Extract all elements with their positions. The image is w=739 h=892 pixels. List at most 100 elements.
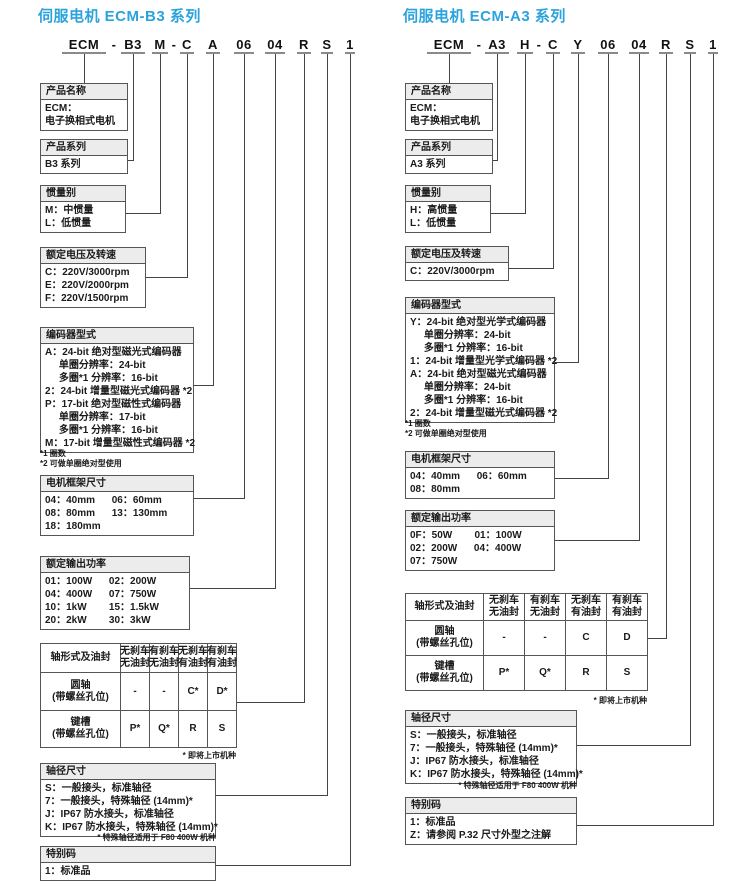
info-box-content: 04：40mm 06：60mm 08：80mm 13：130mm 18：180m…	[40, 492, 194, 536]
table-cell: P*	[484, 656, 525, 691]
connector-vline	[304, 54, 305, 703]
table-cell: S	[208, 711, 237, 748]
table-cell: -	[525, 621, 566, 656]
model-code-segment: 1	[345, 37, 355, 54]
info-box-header: 额定输出功率	[405, 510, 555, 527]
info-box-voltage-speed: 额定电压及转速 C：220V/3000rpm	[405, 246, 509, 281]
table-col-header: 无刹车 有油封	[178, 644, 208, 673]
info-box-content: A3 系列	[405, 156, 493, 174]
info-box-voltage-speed: 额定电压及转速 C：220V/3000rpm E：220V/2000rpm F：…	[40, 247, 146, 308]
connector-vline	[213, 54, 214, 386]
table-cell: D	[607, 621, 648, 656]
table-col-header: 有刹车 无油封	[525, 594, 566, 621]
table-cell: Q*	[525, 656, 566, 691]
shaft-oilseal-table: 轴形式及油封 无刹车 无油封 有刹车 无油封 无刹车 有油封 有刹车 有油封 圆…	[40, 643, 237, 748]
model-code-separator: -	[171, 37, 177, 52]
info-box-content: ECM： 电子换相式电机	[40, 100, 128, 131]
model-code-segment: A	[206, 38, 220, 54]
connector-hline	[491, 213, 526, 214]
connector-vline	[553, 54, 554, 269]
footnote-encoder: *1 圈数 *2 可做单圈绝对型使用	[405, 419, 487, 438]
info-box-inertia: 惯量别 M：中惯量 L：低惯量	[40, 185, 126, 233]
connector-hline	[216, 865, 351, 866]
info-box-product-series: 产品系列 B3 系列	[40, 139, 128, 174]
connector-hline	[128, 160, 134, 161]
connector-hline	[190, 588, 276, 589]
info-box-content: C：220V/3000rpm E：220V/2000rpm F：220V/150…	[40, 264, 146, 308]
connector-vline	[84, 54, 85, 83]
info-box-content: H：高惯量 L：低惯量	[405, 202, 491, 233]
table-corner-cell: 轴形式及油封	[406, 594, 484, 621]
table-col-header: 无刹车 无油封	[120, 644, 150, 673]
table-cell: -	[484, 621, 525, 656]
footnote-table: * 即将上市机种	[182, 751, 236, 760]
info-box-header: 编码器型式	[40, 327, 194, 344]
info-box-shaft-diameter: 轴径尺寸 S：一般接头，标准轴径 7：一般接头，特殊轴径 (14mm)* J：I…	[405, 710, 583, 784]
connector-hline	[236, 702, 305, 703]
table-cell: -	[150, 673, 179, 711]
info-box-header: 电机框架尺寸	[405, 451, 555, 468]
info-box-special-code: 特别码 1：标准品 Z：请参阅 P.32 尺寸外型之注解	[405, 797, 577, 845]
model-code-segment: 04	[265, 38, 285, 54]
footnote-table: * 即将上市机种	[593, 696, 647, 705]
connector-hline	[493, 160, 498, 161]
connector-hline	[194, 498, 245, 499]
page-title: 伺服电机 ECM-A3 系列	[403, 8, 566, 25]
info-box-header: 特别码	[405, 797, 577, 814]
table-col-header: 无刹车 有油封	[566, 594, 607, 621]
column-ecm-b3: 伺服电机 ECM-B3 系列 ECM - B3 M - C A 06 04 R …	[38, 8, 355, 881]
info-box-frame-size: 电机框架尺寸 04：40mm 06：60mm 08：80mm	[405, 451, 555, 499]
connector-vline	[713, 54, 714, 826]
info-box-content: M：中惯量 L：低惯量	[40, 202, 126, 233]
info-box-content: S：一般接头，标准轴径 7：一般接头，特殊轴径 (14mm)* J：IP67 防…	[40, 780, 218, 837]
table-cell: P*	[121, 711, 150, 748]
info-box-product-series: 产品系列 A3 系列	[405, 139, 493, 174]
connector-vline	[275, 54, 276, 589]
model-code-segment: S	[684, 37, 696, 54]
model-code-segment: ECM	[427, 38, 471, 54]
table-cell: C	[566, 621, 607, 656]
info-box-shaft-diameter: 轴径尺寸 S：一般接头，标准轴径 7：一般接头，特殊轴径 (14mm)* J：I…	[40, 763, 218, 837]
connector-hline	[577, 745, 691, 746]
model-code-segment: 06	[598, 38, 618, 54]
model-code-segment: S	[321, 37, 333, 54]
model-code-segment: B3	[121, 38, 145, 54]
info-box-content: Y：24-bit 绝对型光学式编码器 单圈分辨率：24-bit 多圈*1 分辨率…	[405, 314, 557, 423]
model-code-segment: 04	[629, 38, 649, 54]
connector-hline	[555, 540, 640, 541]
info-box-product-name: 产品名称 ECM： 电子换相式电机	[40, 83, 128, 131]
model-code-segment: H	[517, 38, 533, 54]
model-code-segment: C	[180, 38, 194, 54]
info-box-content: 1：标准品	[40, 863, 216, 881]
info-box-header: 产品系列	[40, 139, 128, 156]
connector-vline	[327, 54, 328, 796]
table-cell: R	[566, 656, 607, 691]
connector-hline	[647, 638, 667, 639]
footnote-shaft-diameter: * 特殊轴径适用于 F80 400W 机种	[97, 833, 216, 842]
connector-hline	[555, 362, 579, 363]
info-box-content: ECM： 电子换相式电机	[405, 100, 493, 131]
model-code-segment: A3	[485, 38, 509, 54]
page-title: 伺服电机 ECM-B3 系列	[38, 8, 201, 25]
info-box-product-name: 产品名称 ECM： 电子换相式电机	[405, 83, 493, 131]
table-col-header: 有刹车 无油封	[149, 644, 179, 673]
table-cell: R	[179, 711, 208, 748]
model-code-segment: 1	[708, 37, 718, 54]
info-box-header: 惯量别	[40, 185, 126, 202]
connector-vline	[666, 54, 667, 639]
connector-vline	[187, 54, 188, 278]
connector-hline	[146, 277, 188, 278]
info-box-content: B3 系列	[40, 156, 128, 174]
connector-hline	[216, 795, 328, 796]
info-box-header: 编码器型式	[405, 297, 555, 314]
model-code-segment: M	[152, 38, 168, 54]
info-box-content: 04：40mm 06：60mm 08：80mm	[405, 468, 555, 499]
model-code-segment: C	[546, 38, 560, 54]
info-box-header: 产品名称	[40, 83, 128, 100]
info-box-content: 0F：50W 01：100W 02：200W 04：400W 07：750W	[405, 527, 555, 571]
connector-hline	[555, 478, 609, 479]
table-col-header: 有刹车 有油封	[607, 594, 648, 621]
info-box-header: 电机框架尺寸	[40, 475, 194, 492]
info-box-content: A：24-bit 绝对型磁光式编码器 单圈分辨率：24-bit 多圈*1 分辨率…	[40, 344, 195, 453]
